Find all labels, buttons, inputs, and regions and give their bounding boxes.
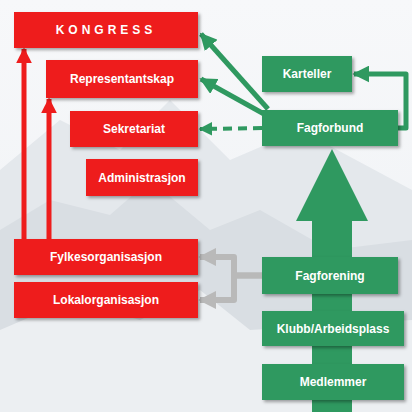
mountain-ridge [0, 100, 412, 412]
membership-shaft [312, 293, 352, 312]
secretariat-box: Sekretariat [70, 111, 198, 147]
vote-arrow [22, 49, 27, 239]
local-union-box: Fagforening [262, 257, 398, 294]
box-label: Representantskap [70, 72, 174, 86]
county-box: Fylkesorganisasjon [14, 239, 198, 275]
cartel-box: Karteller [262, 56, 352, 92]
box-label: Klubb/Arbeidsplass [277, 322, 390, 336]
membership-block-arrow [296, 149, 368, 258]
membership-shaft [312, 345, 352, 365]
union-box: Fagforbund [262, 110, 398, 146]
box-label: Medlemmer [300, 375, 367, 389]
box-label: Fagforening [295, 269, 364, 283]
box-label: Fagforbund [297, 121, 364, 135]
delegate-arrow [201, 79, 264, 114]
dashed-link-arrow [200, 128, 262, 129]
members-box: Medlemmer [262, 364, 404, 400]
council-box: Representantskap [46, 60, 198, 98]
affiliation-arrow [200, 276, 262, 301]
box-label: KONGRESS [56, 23, 157, 37]
congress-box: KONGRESS [14, 12, 198, 48]
box-label: Fylkesorganisasjon [50, 250, 162, 264]
box-label: Administrasjon [98, 171, 185, 185]
vote-arrow [47, 99, 52, 239]
box-label: Lokalorganisasjon [53, 293, 159, 307]
administration-box: Administrasjon [86, 159, 198, 196]
box-label: Sekretariat [103, 122, 165, 136]
member-shaft-base [312, 398, 352, 412]
workplace-box: Klubb/Arbeidsplass [262, 311, 404, 346]
local-org-box: Lokalorganisasjon [14, 282, 198, 318]
box-label: Karteller [283, 67, 332, 81]
